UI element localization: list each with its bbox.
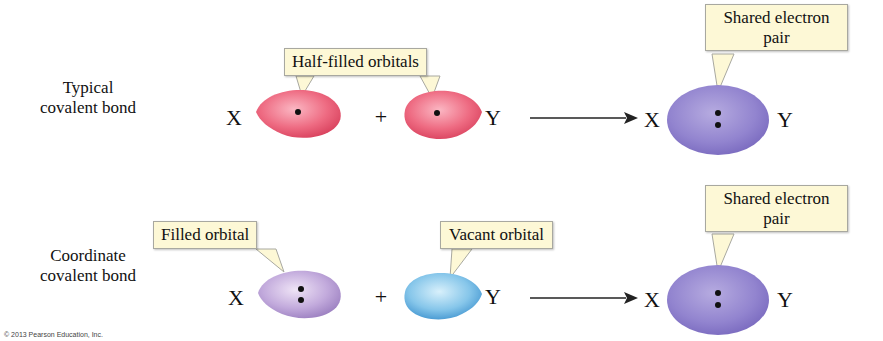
atom-symbol: X	[226, 105, 242, 131]
row-title: Coordinate covalent bond	[38, 246, 138, 287]
half-filled-orbital	[256, 90, 341, 138]
atom-symbol: Y	[485, 105, 501, 131]
atom-symbol: Y	[777, 287, 793, 313]
bond-orbital	[667, 85, 769, 155]
copyright-note: © 2013 Pearson Education, Inc.	[4, 331, 103, 339]
half-filled-orbital	[404, 91, 482, 139]
atom-symbol: X	[644, 287, 660, 313]
callout-text: Shared electron pair	[713, 8, 840, 47]
callout-text: Filled orbital	[161, 225, 249, 245]
bond-orbital	[667, 265, 769, 335]
filled-orbital	[258, 271, 341, 318]
callout-text: Half-filled orbitals	[292, 52, 419, 72]
vacant-orbital	[404, 273, 482, 319]
callout-text: Vacant orbital	[448, 225, 545, 245]
plus-sign: +	[375, 104, 387, 130]
row-title: Typical covalent bond	[38, 78, 138, 119]
callout-tail	[256, 54, 734, 278]
callout-text: Shared electron pair	[713, 189, 840, 228]
atom-symbol: Y	[777, 107, 793, 133]
atom-symbol: Y	[485, 284, 501, 310]
reaction-arrow	[530, 112, 638, 124]
callout-box: Half-filled orbitals	[284, 48, 427, 76]
callout-box: Shared electron pair	[705, 185, 848, 232]
atom-symbol: X	[228, 285, 244, 311]
callout-box: Vacant orbital	[440, 221, 553, 249]
atom-symbol: X	[644, 107, 660, 133]
callout-box: Shared electron pair	[705, 4, 848, 51]
callout-box: Filled orbital	[153, 221, 257, 249]
reaction-arrow	[530, 292, 638, 304]
plus-sign: +	[375, 284, 387, 310]
